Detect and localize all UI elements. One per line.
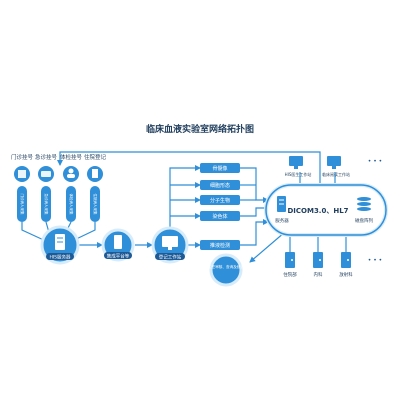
lab-module-box [200, 211, 240, 221]
registration-label: 门诊挂号 [11, 153, 34, 161]
integration-label: 集成平台等 [107, 253, 130, 260]
disk-array-label: 磁盘阵列 [355, 217, 373, 224]
monitor-icon [289, 156, 303, 166]
registration-inpatient: 住院登记 [84, 153, 107, 182]
top-station-label: 临床阅读工作站 [322, 171, 350, 177]
lab-module-label: 推液检测 [210, 242, 230, 249]
lab-module-label: 细胞形态 [210, 182, 230, 189]
vertical-flow-pill [41, 186, 51, 222]
lab-module-box [200, 163, 240, 173]
vertical-flow-pill [66, 186, 76, 222]
lab-workstation-node: 登记工作站 [151, 226, 189, 264]
connector-lines [21, 151, 347, 263]
vertical-flow-group: 门诊病人采集 急诊病人采集 体检病人采集 住院病人采集 [17, 186, 100, 222]
vertical-flow-label: 门诊病人采集 [20, 194, 25, 215]
department-label: 内科 [314, 271, 323, 278]
lab-module-box [200, 195, 240, 205]
registration-label: 急诊挂号 [35, 153, 58, 161]
his-server-label: HIS服务器 [49, 254, 71, 261]
central-server: 服务器 DICOM3.0、HL7 磁盘阵列 [264, 183, 388, 237]
department-radiology: 放射科 [339, 252, 353, 278]
server-label: 服务器 [275, 217, 289, 224]
lab-modules: 骨髓像 细胞形态 分子生物 染色体 推液检测 [200, 163, 240, 250]
lab-workstation-label: 登记工作站 [159, 254, 182, 261]
server-icon [114, 235, 122, 249]
review-node: 主任审核、查询及统计 [208, 253, 244, 287]
integration-node: 集成平台等 [101, 228, 135, 262]
his-server-node: HIS服务器 [40, 225, 80, 265]
vertical-flow-label: 住院病人采集 [93, 194, 98, 215]
vertical-flow-pill [17, 186, 27, 222]
registration-group: 门诊挂号 急诊挂号 体检挂号 住院登记 [11, 153, 107, 182]
door-icon [313, 252, 323, 268]
review-label: 主任审核、查询及统计 [208, 264, 244, 269]
departments: 住院部 内科 放射科 • • • [283, 252, 382, 278]
top-stations: HIS医生工作站 临床阅读工作站 • • • [285, 156, 382, 177]
registration-outpatient: 门诊挂号 [11, 153, 34, 182]
department-label: 放射科 [339, 271, 353, 278]
vertical-flow-label: 体检病人采集 [69, 194, 74, 215]
registration-emergency: 急诊挂号 [35, 153, 58, 182]
door-icon [341, 252, 351, 268]
top-station-clinical: 临床阅读工作站 [322, 156, 350, 177]
registration-checkup: 体检挂号 [60, 153, 83, 182]
lab-module-box [200, 240, 240, 250]
department-label: 住院部 [283, 271, 297, 278]
more-dots: • • • [368, 257, 382, 264]
protocol-label: DICOM3.0、HL7 [287, 207, 348, 215]
top-station-label: HIS医生工作站 [285, 171, 312, 177]
lab-module-box [200, 180, 240, 190]
review-label-text: 主任审核、查询及统计 [208, 264, 244, 269]
vertical-flow-pill [90, 186, 100, 222]
monitor-icon [327, 156, 341, 166]
door-icon [285, 252, 295, 268]
lab-module-label: 骨髓像 [212, 165, 227, 172]
department-inpatient: 住院部 [283, 252, 297, 278]
registration-label: 住院登记 [84, 153, 107, 161]
department-internal: 内科 [313, 252, 323, 278]
vertical-flow-label: 急诊病人采集 [44, 194, 49, 215]
lab-module-label: 染色体 [212, 213, 227, 220]
more-dots: • • • [368, 158, 382, 165]
monitor-icon [162, 236, 178, 247]
lab-module-label: 分子生物 [210, 197, 230, 204]
disk-array-icon [357, 197, 371, 211]
registration-label: 体检挂号 [60, 153, 83, 161]
diagram-title: 临床血液实验室网络拓扑图 [146, 123, 254, 135]
top-station-his: HIS医生工作站 [285, 156, 312, 177]
